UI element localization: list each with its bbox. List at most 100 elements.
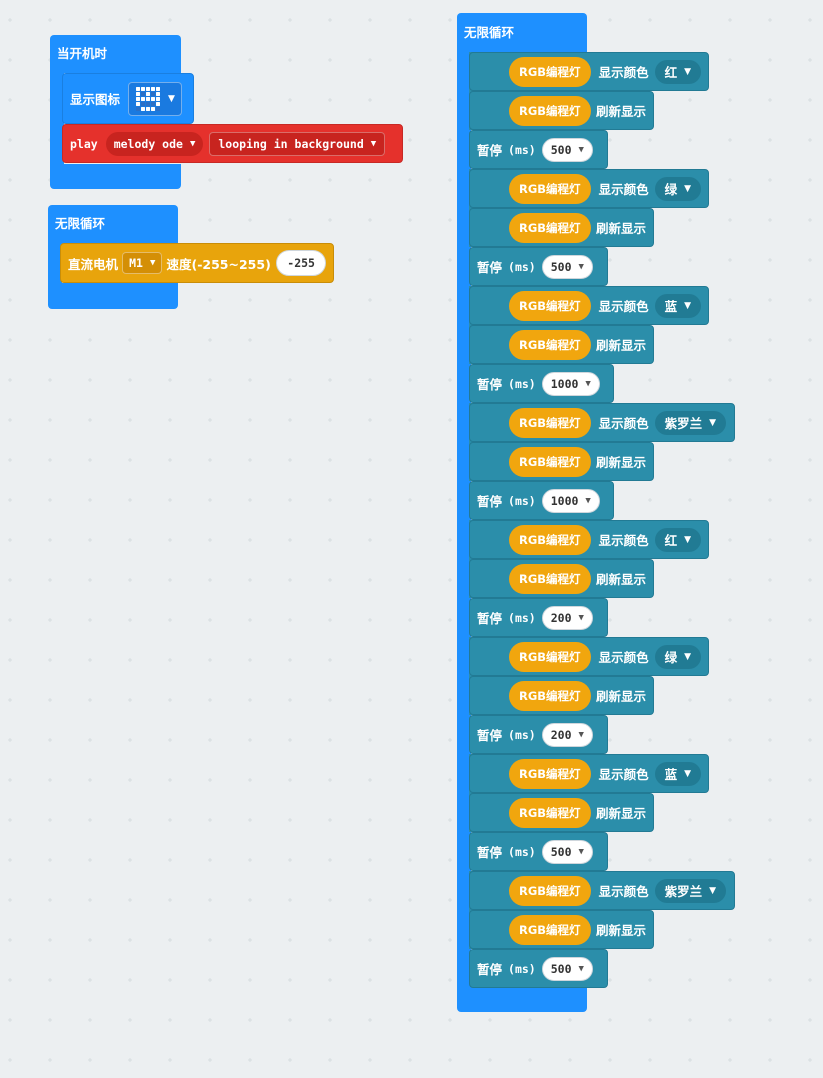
play-melody-block[interactable]: play melody ode ▼ looping in background … — [62, 124, 403, 163]
led-cell[interactable] — [156, 96, 161, 101]
led-cell[interactable] — [156, 86, 161, 91]
led-cell[interactable] — [136, 86, 141, 91]
rgb-set-color-block[interactable]: RGB编程灯 显示颜色 蓝 ▼ — [469, 286, 709, 325]
rgb-refresh-block[interactable]: RGB编程灯 刷新显示 — [469, 442, 654, 481]
color-dropdown[interactable]: 蓝 ▼ — [654, 293, 702, 318]
chevron-down-icon: ▼ — [578, 846, 584, 857]
rgb-refresh-block[interactable]: RGB编程灯 刷新显示 — [469, 793, 654, 832]
color-dropdown[interactable]: 蓝 ▼ — [654, 761, 702, 786]
pause-duration-dropdown[interactable]: 200 ▼ — [541, 605, 593, 630]
rgb-set-color-block[interactable]: RGB编程灯 显示颜色 紫罗兰 ▼ — [469, 871, 735, 910]
rgb-light-pill: RGB编程灯 — [509, 446, 591, 477]
dc-motor-block[interactable]: 直流电机 M1 ▼ 速度(-255~255) -255 — [60, 243, 334, 283]
led-cell[interactable] — [156, 106, 161, 111]
rgb-refresh-block[interactable]: RGB编程灯 刷新显示 — [469, 910, 654, 949]
color-dropdown[interactable]: 绿 ▼ — [654, 644, 702, 669]
color-dropdown[interactable]: 绿 ▼ — [654, 176, 702, 201]
rgb-light-label: RGB编程灯 — [519, 649, 581, 664]
pause-duration-dropdown[interactable]: 1000 ▼ — [541, 488, 600, 513]
melody-dropdown[interactable]: melody ode ▼ — [105, 131, 204, 156]
pause-duration-dropdown[interactable]: 500 ▼ — [541, 137, 593, 162]
led-cell[interactable] — [146, 96, 151, 101]
led-cell[interactable] — [156, 101, 161, 106]
led-cell[interactable] — [141, 106, 146, 111]
pause-duration-dropdown[interactable]: 500 ▼ — [541, 956, 593, 981]
led-cell[interactable] — [136, 96, 141, 101]
pause-ms-label: (ms) — [508, 259, 536, 274]
pause-duration-dropdown[interactable]: 200 ▼ — [541, 722, 593, 747]
rgb-refresh-block[interactable]: RGB编程灯 刷新显示 — [469, 676, 654, 715]
rgb-set-color-block[interactable]: RGB编程灯 显示颜色 紫罗兰 ▼ — [469, 403, 735, 442]
show-icon-block[interactable]: 显示图标 ▼ — [62, 73, 194, 124]
dc-motor-label: 直流电机 — [68, 256, 119, 272]
led-cell[interactable] — [146, 106, 151, 111]
rgb-refresh-block[interactable]: RGB编程灯 刷新显示 — [469, 91, 654, 130]
rgb-set-color-block[interactable]: RGB编程灯 显示颜色 蓝 ▼ — [469, 754, 709, 793]
icon-picker-dropdown[interactable]: ▼ — [128, 81, 182, 116]
motor-port-dropdown[interactable]: M1 ▼ — [122, 252, 163, 274]
led-cell[interactable] — [151, 91, 156, 96]
led-cell[interactable] — [141, 86, 146, 91]
led-cell[interactable] — [146, 86, 151, 91]
melody-value: melody ode — [113, 136, 183, 151]
led-cell[interactable] — [151, 106, 156, 111]
led-cell[interactable] — [141, 91, 146, 96]
pause-label: 暂停 — [477, 143, 503, 158]
led-cell[interactable] — [151, 96, 156, 101]
led-cell[interactable] — [141, 101, 146, 106]
chevron-down-icon: ▼ — [149, 258, 156, 268]
on-start-hat[interactable] — [50, 35, 181, 73]
pause-block[interactable]: 暂停 (ms) 500 ▼ — [469, 832, 608, 871]
pause-block[interactable]: 暂停 (ms) 200 ▼ — [469, 715, 608, 754]
rgb-light-label: RGB编程灯 — [519, 922, 581, 937]
play-mode-dropdown[interactable]: looping in background ▼ — [209, 131, 386, 156]
led-cell[interactable] — [141, 96, 146, 101]
color-dropdown[interactable]: 紫罗兰 ▼ — [654, 878, 727, 903]
pause-duration-dropdown[interactable]: 500 ▼ — [541, 839, 593, 864]
color-dropdown[interactable]: 紫罗兰 ▼ — [654, 410, 727, 435]
pause-ms-label: (ms) — [508, 376, 536, 391]
led-cell[interactable] — [146, 91, 151, 96]
pause-duration-dropdown[interactable]: 1000 ▼ — [541, 371, 600, 396]
rgb-refresh-block[interactable]: RGB编程灯 刷新显示 — [469, 325, 654, 364]
rgb-set-color-block[interactable]: RGB编程灯 显示颜色 红 ▼ — [469, 52, 709, 91]
pause-block[interactable]: 暂停 (ms) 1000 ▼ — [469, 364, 614, 403]
rgb-light-label: RGB编程灯 — [519, 883, 581, 898]
led-cell[interactable] — [136, 106, 141, 111]
led-cell[interactable] — [156, 91, 161, 96]
pause-duration-dropdown[interactable]: 500 ▼ — [541, 254, 593, 279]
color-value: 蓝 — [664, 767, 678, 782]
chevron-down-icon: ▼ — [684, 768, 692, 779]
color-dropdown[interactable]: 红 ▼ — [654, 527, 702, 552]
motor-speed-label: 速度(-255~255) — [166, 256, 271, 272]
rgb-light-pill: RGB编程灯 — [509, 641, 591, 672]
pause-block[interactable]: 暂停 (ms) 200 ▼ — [469, 598, 608, 637]
motor-port-value: M1 — [129, 256, 143, 270]
led-cell[interactable] — [151, 101, 156, 106]
color-dropdown[interactable]: 红 ▼ — [654, 59, 702, 84]
rgb-light-pill: RGB编程灯 — [509, 173, 591, 204]
rgb-set-color-block[interactable]: RGB编程灯 显示颜色 绿 ▼ — [469, 637, 709, 676]
color-value: 绿 — [664, 182, 678, 197]
rgb-set-color-block[interactable]: RGB编程灯 显示颜色 绿 ▼ — [469, 169, 709, 208]
chevron-down-icon: ▼ — [684, 300, 692, 311]
pause-block[interactable]: 暂停 (ms) 500 ▼ — [469, 130, 608, 169]
led-cell[interactable] — [146, 101, 151, 106]
led-cell[interactable] — [151, 86, 156, 91]
rgb-refresh-block[interactable]: RGB编程灯 刷新显示 — [469, 559, 654, 598]
forever-main-hat[interactable] — [457, 13, 587, 53]
pause-block[interactable]: 暂停 (ms) 500 ▼ — [469, 247, 608, 286]
led-cell[interactable] — [136, 91, 141, 96]
pause-block[interactable]: 暂停 (ms) 1000 ▼ — [469, 481, 614, 520]
rgb-light-label: RGB编程灯 — [519, 181, 581, 196]
pause-block[interactable]: 暂停 (ms) 500 ▼ — [469, 949, 608, 988]
rgb-refresh-block[interactable]: RGB编程灯 刷新显示 — [469, 208, 654, 247]
rgb-light-label: RGB编程灯 — [519, 337, 581, 352]
rgb-light-pill: RGB编程灯 — [509, 524, 591, 555]
motor-speed-input[interactable]: -255 — [276, 250, 326, 276]
rgb-set-color-block[interactable]: RGB编程灯 显示颜色 红 ▼ — [469, 520, 709, 559]
forever-small-hat[interactable] — [48, 205, 178, 245]
rgb-light-pill: RGB编程灯 — [509, 875, 591, 906]
set-color-label: 显示颜色 — [598, 182, 649, 197]
led-cell[interactable] — [136, 101, 141, 106]
